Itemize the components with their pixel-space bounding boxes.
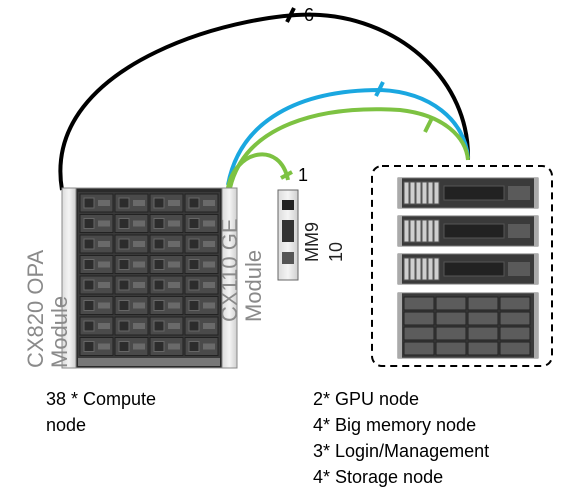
node-list-item: 3* Login/Management bbox=[313, 441, 490, 461]
green-cable-short bbox=[226, 152, 290, 189]
mm9-module bbox=[277, 189, 299, 281]
black-cable-tick bbox=[285, 7, 296, 23]
compute-caption: 38 * Compute node bbox=[46, 389, 157, 435]
rack-servers bbox=[397, 177, 539, 359]
green-cable-long-tick bbox=[423, 117, 434, 133]
mm9-label: MM9 10 bbox=[302, 222, 346, 262]
green-cable-short-tick bbox=[280, 170, 293, 180]
green-cable-long bbox=[228, 107, 470, 189]
blue-cable-tick bbox=[374, 81, 385, 97]
node-list-item: 4* Big memory node bbox=[313, 415, 477, 435]
compute-blades bbox=[79, 193, 219, 356]
left-module-label: CX820 OPA Module bbox=[23, 249, 72, 368]
node-list-item: 2* GPU node bbox=[313, 389, 420, 409]
mm9-cable-count: 1 bbox=[298, 165, 309, 185]
black-cable bbox=[58, 12, 471, 191]
right-module-label: CX110 GE Module bbox=[217, 218, 266, 322]
node-list-item: 4* Storage node bbox=[313, 467, 444, 487]
rack-box bbox=[371, 165, 553, 367]
top-cable-count: 6 bbox=[304, 5, 315, 25]
blade-chassis bbox=[61, 187, 238, 369]
blue-cable bbox=[226, 87, 470, 186]
node-list: 2* GPU node 4* Big memory node 3* Login/… bbox=[313, 386, 489, 490]
